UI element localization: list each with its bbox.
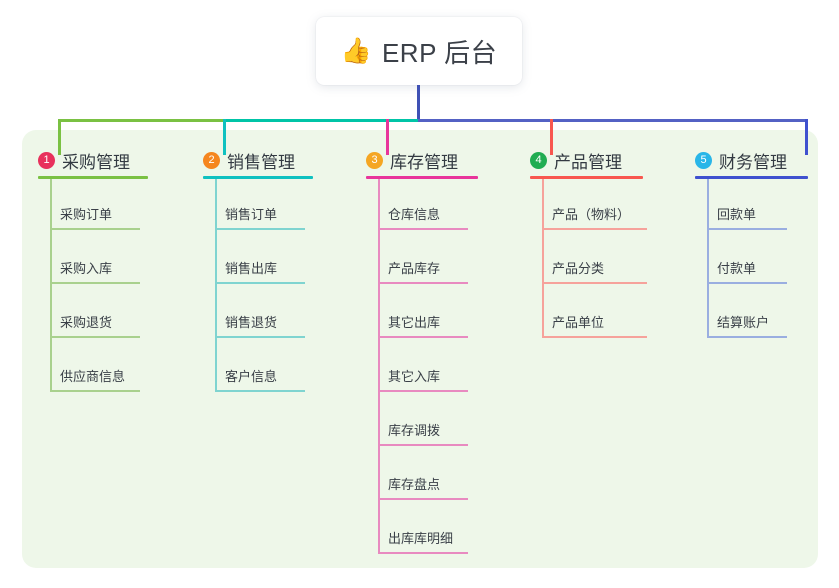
branches-panel — [22, 130, 818, 568]
branch-underline — [366, 176, 478, 179]
spine-segment-middle — [223, 119, 418, 122]
branch-title: 采购管理 — [62, 152, 130, 172]
leaf-item-underline — [378, 336, 468, 338]
leaf-item-underline — [215, 336, 305, 338]
leaf-item-label[interactable]: 销售退货 — [225, 315, 278, 330]
leaf-item-underline — [50, 336, 140, 338]
leaf-item-label[interactable]: 出库库明细 — [388, 531, 454, 546]
leaf-item-underline — [378, 228, 468, 230]
leaf-item-label[interactable]: 销售出库 — [225, 261, 278, 276]
spine-drop-4 — [550, 119, 553, 155]
leaf-item-underline — [542, 336, 647, 338]
spine-segment-left — [58, 119, 223, 122]
leaf-item-underline — [50, 228, 140, 230]
spine-segment-right — [418, 119, 808, 122]
leaf-item-label[interactable]: 采购订单 — [60, 207, 113, 222]
branch-header-5[interactable]: 5 财务管理 — [695, 145, 787, 175]
leaf-item-label[interactable]: 付款单 — [717, 261, 757, 276]
leaf-item-label[interactable]: 回款单 — [717, 207, 757, 222]
leaf-item-underline — [50, 282, 140, 284]
spine-drop-2 — [223, 119, 226, 155]
branch-title: 财务管理 — [719, 152, 787, 172]
leaf-item-label[interactable]: 采购退货 — [60, 315, 113, 330]
leaf-item-underline — [378, 498, 468, 500]
branch-vertical-connector — [215, 179, 217, 392]
leaf-item-underline — [215, 228, 305, 230]
thumbs-up-icon: 👍 — [340, 36, 372, 65]
branch-index-badge: 2 — [203, 151, 220, 169]
branch-header-2[interactable]: 2 销售管理 — [203, 145, 295, 175]
root-node-card[interactable]: 👍 ERP 后台 — [316, 17, 522, 85]
leaf-item-underline — [378, 282, 468, 284]
leaf-item-underline — [215, 282, 305, 284]
branch-underline — [695, 176, 808, 179]
branch-header-3[interactable]: 3 库存管理 — [366, 145, 458, 175]
spine-drop-5 — [805, 119, 808, 155]
leaf-item-underline — [542, 282, 647, 284]
branch-title: 库存管理 — [390, 152, 458, 172]
leaf-item-underline — [707, 282, 787, 284]
leaf-item-label[interactable]: 产品单位 — [552, 315, 605, 330]
leaf-item-label[interactable]: 客户信息 — [225, 369, 278, 384]
leaf-item-label[interactable]: 其它入库 — [388, 369, 441, 384]
branch-vertical-connector — [707, 179, 709, 338]
branch-index-badge: 3 — [366, 151, 383, 169]
leaf-item-underline — [542, 228, 647, 230]
branch-header-4[interactable]: 4 产品管理 — [530, 145, 622, 175]
branch-vertical-connector — [378, 179, 380, 554]
leaf-item-label[interactable]: 结算账户 — [717, 315, 770, 330]
leaf-item-label[interactable]: 库存盘点 — [388, 477, 441, 492]
branch-vertical-connector — [542, 179, 544, 338]
branch-title: 销售管理 — [227, 152, 295, 172]
branch-underline — [530, 176, 643, 179]
branch-index-badge: 1 — [38, 151, 55, 169]
branch-underline — [38, 176, 148, 179]
root-title: ERP 后台 — [381, 37, 498, 68]
leaf-item-underline — [378, 552, 468, 554]
leaf-item-label[interactable]: 其它出库 — [388, 315, 441, 330]
leaf-item-underline — [707, 336, 787, 338]
leaf-item-underline — [378, 390, 468, 392]
branch-index-badge: 5 — [695, 151, 712, 169]
branch-vertical-connector — [50, 179, 52, 392]
leaf-item-underline — [215, 390, 305, 392]
leaf-item-label[interactable]: 产品分类 — [552, 261, 605, 276]
branch-index-badge: 4 — [530, 151, 547, 169]
leaf-item-label[interactable]: 仓库信息 — [388, 207, 441, 222]
branch-title: 产品管理 — [554, 152, 622, 172]
leaf-item-label[interactable]: 产品（物料） — [552, 207, 631, 222]
leaf-item-underline — [378, 444, 468, 446]
leaf-item-label[interactable]: 产品库存 — [388, 261, 441, 276]
root-stem-line — [417, 85, 420, 122]
leaf-item-label[interactable]: 采购入库 — [60, 261, 113, 276]
leaf-item-underline — [50, 390, 140, 392]
leaf-item-label[interactable]: 库存调拨 — [388, 423, 441, 438]
branch-underline — [203, 176, 313, 179]
leaf-item-label[interactable]: 供应商信息 — [60, 369, 126, 384]
spine-drop-1 — [58, 119, 61, 155]
spine-drop-3 — [386, 119, 389, 155]
branch-header-1[interactable]: 1 采购管理 — [38, 145, 130, 175]
leaf-item-label[interactable]: 销售订单 — [225, 207, 278, 222]
leaf-item-underline — [707, 228, 787, 230]
